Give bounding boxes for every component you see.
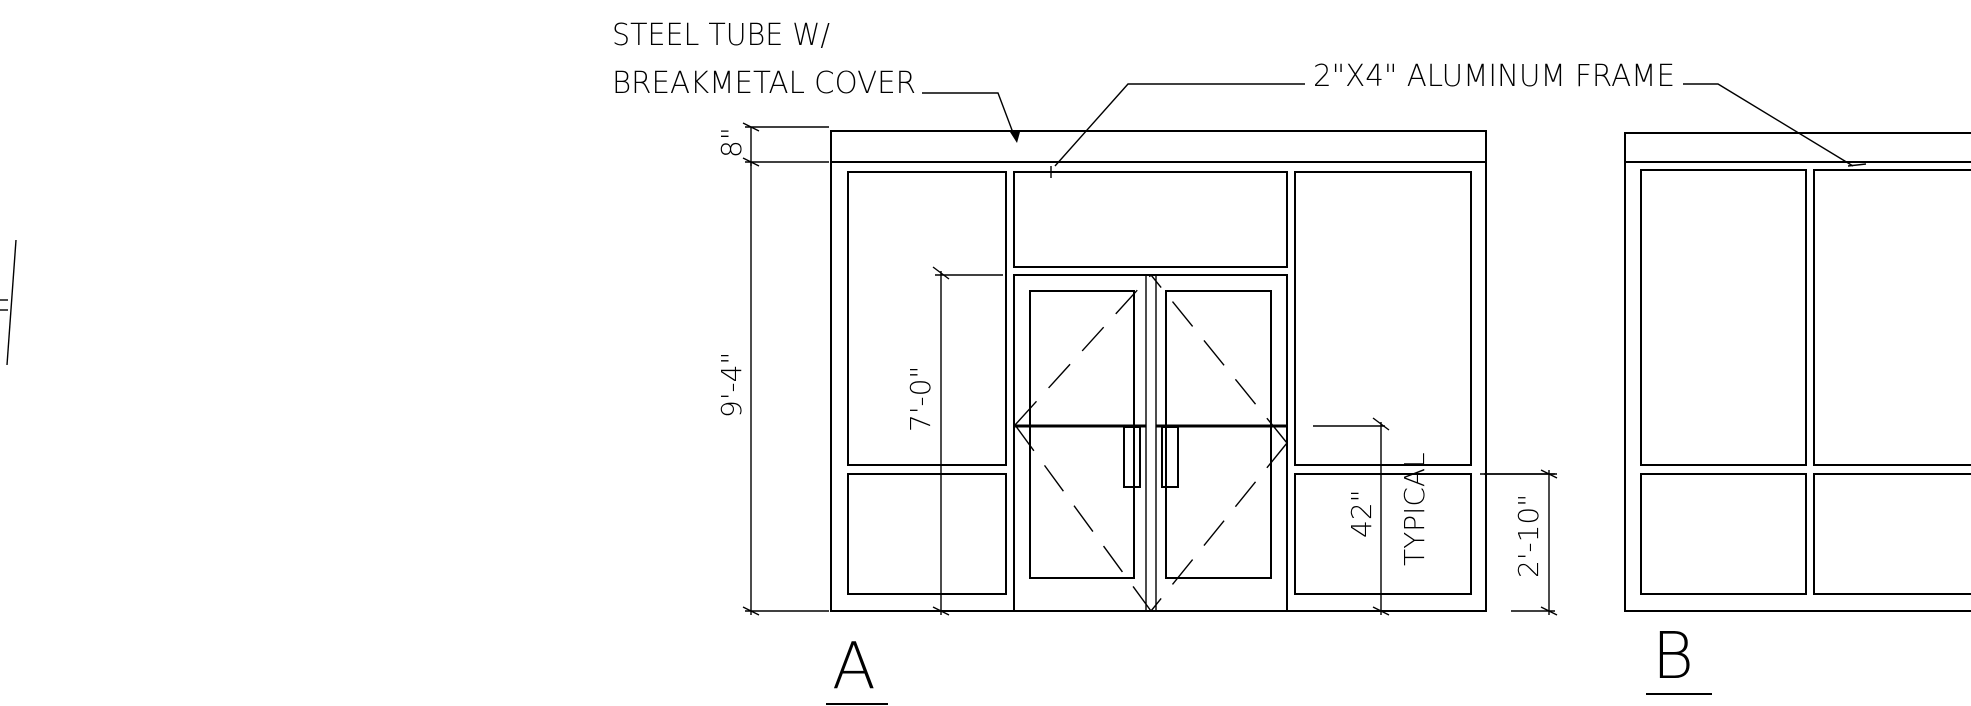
steel-tube-label-line2: BREAKMETAL COVER [612, 66, 916, 101]
right-lower-panel [1294, 473, 1472, 595]
door-swing-lines [1014, 274, 1288, 612]
top-band-b [1624, 132, 1971, 163]
dim-handle-height: 42" [1345, 489, 1378, 538]
aluminum-frame-label: 2"X4" ALUMINUM FRAME [1313, 59, 1675, 94]
dim-door-height: 7'-0" [904, 366, 937, 432]
elevation-b [1624, 132, 1971, 612]
typical-label: TYPICAL [1398, 452, 1431, 566]
elevation-b-label: B [1652, 620, 1694, 694]
door-frame [1013, 274, 1288, 612]
steel-tube-band [830, 130, 1487, 163]
leader-lines [922, 83, 1867, 475]
steel-tube-label-line1: STEEL TUBE W/ [612, 18, 830, 53]
left-upper-panel [847, 171, 1007, 466]
b-right-lower-panel [1813, 473, 1971, 595]
outer-frame-b [1624, 161, 1971, 612]
right-door-leaf [1165, 290, 1272, 579]
right-upper-panel [1294, 171, 1472, 466]
dim-overall-height: 9'-4" [715, 352, 748, 418]
elevation-a [830, 130, 1487, 612]
b-left-upper-panel [1640, 169, 1807, 466]
left-edge-fragment [0, 239, 17, 366]
left-lower-panel [847, 473, 1007, 595]
b-right-upper-panel [1813, 169, 1971, 466]
dim-lower-panel-height: 2'-10" [1512, 494, 1545, 578]
transom-panel [1013, 171, 1288, 268]
b-left-lower-panel [1640, 473, 1807, 595]
dim-top-band: 8" [715, 127, 748, 158]
left-door-leaf [1029, 290, 1135, 579]
dimension-lines [742, 122, 1558, 616]
elevation-a-label: A [832, 630, 876, 704]
door-handles [1015, 424, 1287, 488]
